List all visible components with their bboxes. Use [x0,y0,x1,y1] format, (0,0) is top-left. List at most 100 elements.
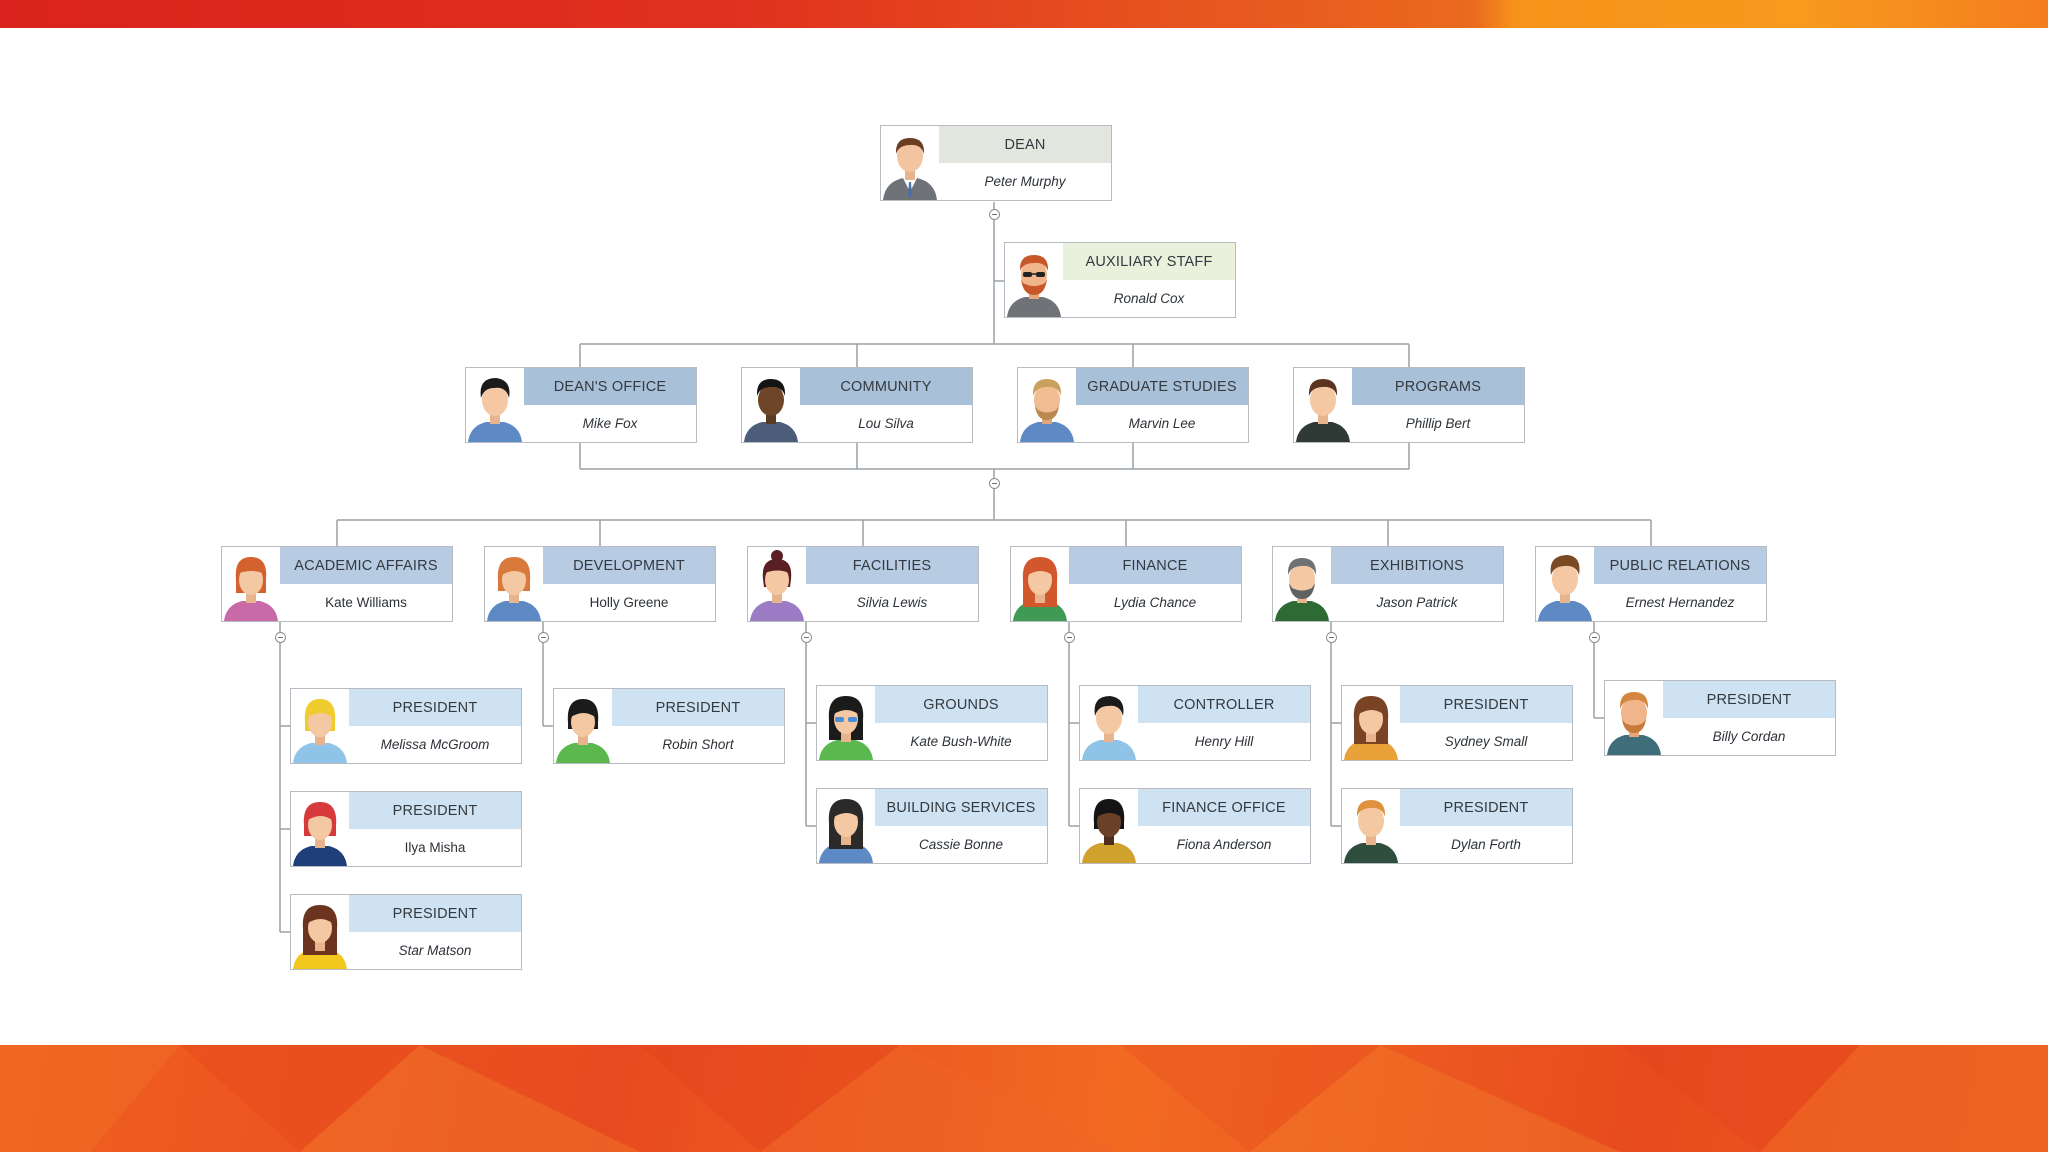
avatar-man-ginger-beard-icon [1605,681,1663,755]
node-title: GROUNDS [875,686,1047,723]
avatar-woman-dark-skin-icon [1080,789,1138,863]
avatar-man-black-hair-icon [466,368,524,442]
node-aa-president-2[interactable]: PRESIDENT Ilya Misha [290,791,522,867]
avatar-woman-brunette-icon [1342,686,1400,760]
collapse-toggle-level2[interactable] [989,478,1000,489]
node-name: Henry Hill [1138,723,1310,760]
node-dean[interactable]: DEAN Peter Murphy [880,125,1112,201]
node-title: PRESIDENT [1663,681,1835,718]
node-title: PRESIDENT [1400,789,1572,826]
node-title: EXHIBITIONS [1331,547,1503,584]
node-grounds[interactable]: GROUNDS Kate Bush-White [816,685,1048,761]
node-name: Sydney Small [1400,723,1572,760]
avatar-woman-long-black-hair-icon [817,789,875,863]
collapse-toggle-facilities[interactable] [801,632,812,643]
node-name: Star Matson [349,932,521,969]
node-aa-president-3[interactable]: PRESIDENT Star Matson [290,894,522,970]
node-title: FACILITIES [806,547,978,584]
node-title: PRESIDENT [349,895,521,932]
node-name: Ronald Cox [1063,280,1235,317]
node-title: COMMUNITY [800,368,972,405]
node-title: FINANCE [1069,547,1241,584]
avatar-man-dark-skin-icon [742,368,800,442]
node-controller[interactable]: CONTROLLER Henry Hill [1079,685,1311,761]
collapse-toggle-exhibitions[interactable] [1326,632,1337,643]
node-auxiliary-staff[interactable]: AUXILIARY STAFF Ronald Cox [1004,242,1236,318]
collapse-toggle-academic-affairs[interactable] [275,632,286,643]
collapse-toggle-development[interactable] [538,632,549,643]
node-name: Peter Murphy [939,163,1111,200]
avatar-man-suit-icon [881,126,939,200]
avatar-woman-bun-icon [748,547,806,621]
node-name: Marvin Lee [1076,405,1248,442]
node-title: DEAN'S OFFICE [524,368,696,405]
avatar-woman-brown-hair-icon [291,895,349,969]
node-name: Jason Patrick [1331,584,1503,621]
node-aa-president-1[interactable]: PRESIDENT Melissa McGroom [290,688,522,764]
node-title: DEAN [939,126,1111,163]
node-name: Lou Silva [800,405,972,442]
node-name: Holly Greene [543,584,715,621]
avatar-man-quiff-icon [1536,547,1594,621]
node-finance[interactable]: FINANCE Lydia Chance [1010,546,1242,622]
node-title: FINANCE OFFICE [1138,789,1310,826]
node-community[interactable]: COMMUNITY Lou Silva [741,367,973,443]
node-title: DEVELOPMENT [543,547,715,584]
avatar-man-sunglasses-beard-icon [1005,243,1063,317]
node-programs[interactable]: PROGRAMS Phillip Bert [1293,367,1525,443]
avatar-man-light-icon [1080,686,1138,760]
node-deans-office[interactable]: DEAN'S OFFICE Mike Fox [465,367,697,443]
node-name: Phillip Bert [1352,405,1524,442]
node-name: Mike Fox [524,405,696,442]
node-ex-president-2[interactable]: PRESIDENT Dylan Forth [1341,788,1573,864]
node-title: CONTROLLER [1138,686,1310,723]
node-title: PROGRAMS [1352,368,1524,405]
avatar-woman-blonde-icon [291,689,349,763]
node-name: Robin Short [612,726,784,763]
node-name: Silvia Lewis [806,584,978,621]
node-development[interactable]: DEVELOPMENT Holly Greene [484,546,716,622]
node-name: Kate Bush-White [875,723,1047,760]
node-graduate-studies[interactable]: GRADUATE STUDIES Marvin Lee [1017,367,1249,443]
node-dev-president[interactable]: PRESIDENT Robin Short [553,688,785,764]
node-academic-affairs[interactable]: ACADEMIC AFFAIRS Kate Williams [221,546,453,622]
node-public-relations[interactable]: PUBLIC RELATIONS Ernest Hernandez [1535,546,1767,622]
collapse-toggle-finance[interactable] [1064,632,1075,643]
avatar-woman-black-hair-icon [554,689,612,763]
avatar-woman-red-hair-icon [222,547,280,621]
collapse-toggle-public-relations[interactable] [1589,632,1600,643]
node-title: PRESIDENT [612,689,784,726]
node-title: PRESIDENT [349,689,521,726]
node-name: Billy Cordan [1663,718,1835,755]
node-name: Ilya Misha [349,829,521,866]
node-title: BUILDING SERVICES [875,789,1047,826]
node-title: ACADEMIC AFFAIRS [280,547,452,584]
node-name: Melissa McGroom [349,726,521,763]
node-title: GRADUATE STUDIES [1076,368,1248,405]
node-title: AUXILIARY STAFF [1063,243,1235,280]
avatar-woman-glasses-icon [817,686,875,760]
avatar-woman-auburn-bob-icon [485,547,543,621]
node-ex-president-1[interactable]: PRESIDENT Sydney Small [1341,685,1573,761]
node-name: Cassie Bonne [875,826,1047,863]
node-building-services[interactable]: BUILDING SERVICES Cassie Bonne [816,788,1048,864]
bottom-decorative-band [0,1045,2048,1152]
node-name: Lydia Chance [1069,584,1241,621]
node-facilities[interactable]: FACILITIES Silvia Lewis [747,546,979,622]
node-title: PUBLIC RELATIONS [1594,547,1766,584]
avatar-man-brown-hair-icon [1294,368,1352,442]
node-pr-president[interactable]: PRESIDENT Billy Cordan [1604,680,1836,756]
avatar-man-gray-beard-icon [1273,547,1331,621]
avatar-man-blond-beard-icon [1018,368,1076,442]
bottom-facets [0,1045,2048,1152]
node-title: PRESIDENT [349,792,521,829]
node-exhibitions[interactable]: EXHIBITIONS Jason Patrick [1272,546,1504,622]
node-finance-office[interactable]: FINANCE OFFICE Fiona Anderson [1079,788,1311,864]
avatar-woman-long-red-hair-icon [1011,547,1069,621]
node-name: Ernest Hernandez [1594,584,1766,621]
node-title: PRESIDENT [1400,686,1572,723]
node-name: Dylan Forth [1400,826,1572,863]
node-name: Fiona Anderson [1138,826,1310,863]
collapse-toggle-dean[interactable] [989,209,1000,220]
avatar-woman-red-bob-icon [291,792,349,866]
